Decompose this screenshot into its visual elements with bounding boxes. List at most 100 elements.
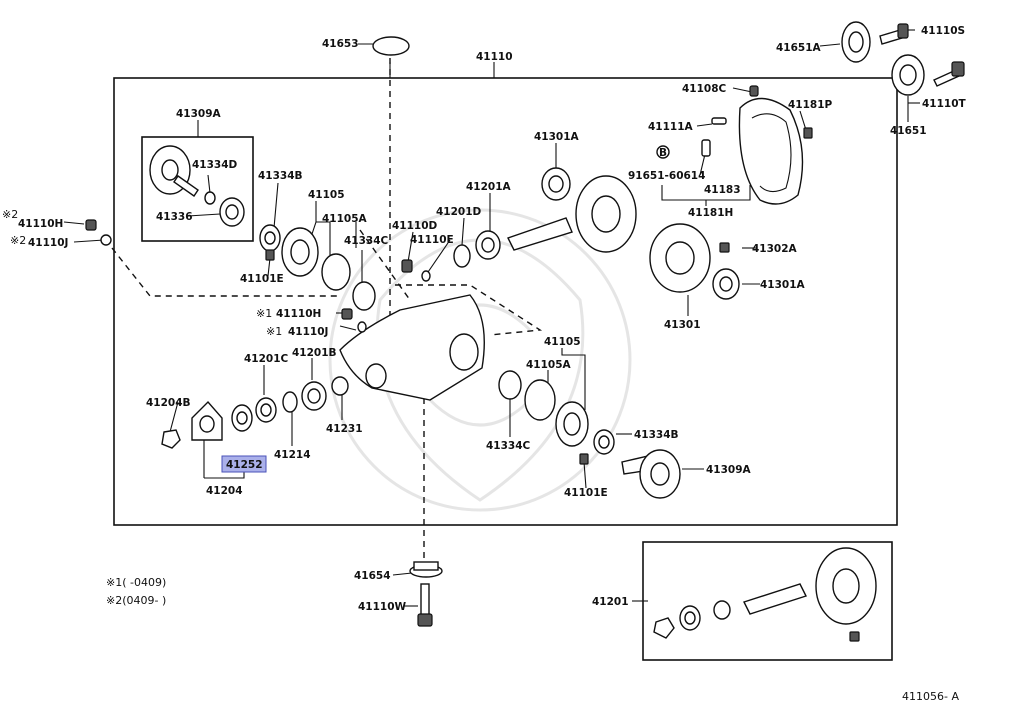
label-41231[interactable]: 41231: [326, 423, 363, 435]
label-41302a[interactable]: 41302A: [752, 243, 798, 255]
label-41110d[interactable]: 41110D: [392, 220, 438, 232]
label-41252[interactable]: 41252: [226, 459, 263, 471]
label-41110j-mid[interactable]: 41110J: [288, 326, 328, 338]
shim-41334c-bot: [498, 370, 522, 400]
main-assembly-frame: [113, 77, 898, 526]
dashed-line: [111, 247, 340, 297]
label-41110e[interactable]: 41110E: [410, 234, 454, 246]
label-41334b-bot[interactable]: 41334B: [634, 429, 679, 441]
bolt-41181p: [803, 127, 813, 139]
washer-41110j-left: [100, 234, 112, 246]
label-41309a-top[interactable]: 41309A: [176, 108, 222, 120]
label-41334c-bot[interactable]: 41334C: [486, 440, 531, 452]
highlight-box-41252: [221, 455, 267, 473]
label-41110w[interactable]: 41110W: [358, 601, 407, 613]
bearing-41301a-top: [541, 167, 571, 201]
drive-pinion: [507, 217, 573, 251]
label-41105a-top[interactable]: 41105A: [322, 213, 368, 225]
flange-41204: [191, 400, 223, 441]
diff-case-41301: [649, 223, 711, 293]
rear-cover-41181h: [738, 97, 804, 205]
inset-bearing-1: [679, 605, 701, 631]
label-41110s[interactable]: 41110S: [921, 25, 965, 37]
label-41654[interactable]: 41654: [354, 570, 391, 582]
snap-ring-41334d: [204, 191, 216, 205]
bolt-41110w: [417, 583, 433, 627]
shim-41334c-top: [352, 281, 376, 311]
label-41301a-right[interactable]: 41301A: [760, 279, 806, 291]
label-41214[interactable]: 41214: [274, 449, 311, 461]
label-41334d[interactable]: 41334D: [192, 159, 238, 171]
label-41108c[interactable]: 41108C: [682, 83, 727, 95]
label-41204b[interactable]: 41204B: [146, 397, 191, 409]
retainer-41105-bot: [555, 401, 589, 447]
label-41201b[interactable]: 41201B: [292, 347, 337, 359]
inset-ring-gear: [815, 547, 877, 625]
pin-41111a: [711, 117, 727, 125]
label-41301[interactable]: 41301: [664, 319, 701, 331]
washer-41110j-mid: [357, 321, 367, 333]
seal-41334b-bot: [593, 429, 615, 455]
bolt-41101e-bot: [579, 453, 589, 465]
bolt-41110h-mid: [341, 308, 353, 320]
note-mark1-range: ※1( -0409): [106, 576, 166, 589]
label-41110[interactable]: 41110: [476, 51, 513, 63]
label-41334b-top[interactable]: 41334B: [258, 170, 303, 182]
mark1-mid-bot: ※1: [266, 325, 282, 338]
spacer-41214: [282, 391, 298, 413]
bearing-41201b: [301, 381, 327, 411]
plug-41108c: [749, 85, 759, 97]
label-41105-top[interactable]: 41105: [308, 189, 345, 201]
flange-41309a-bot: [621, 449, 681, 499]
label-41201[interactable]: 41201: [592, 596, 629, 608]
o-ring-41105a-top: [321, 253, 351, 291]
bolt-41110s: [879, 23, 909, 45]
plug-41183: [701, 139, 711, 157]
bearing-41301a-right: [712, 268, 740, 300]
label-41181p[interactable]: 41181P: [788, 99, 833, 111]
seal-41336: [219, 197, 245, 227]
label-41651[interactable]: 41651: [890, 125, 927, 137]
carrier-housing: [339, 294, 485, 401]
label-41651a[interactable]: 41651A: [776, 42, 822, 54]
label-91651-60614[interactable]: 91651-60614: [628, 170, 705, 182]
label-41101e-top[interactable]: 41101E: [240, 273, 284, 285]
label-41301a-top[interactable]: 41301A: [534, 131, 580, 143]
bolt-41110d: [401, 259, 413, 273]
label-41183[interactable]: 41183: [704, 184, 741, 196]
label-41110t[interactable]: 41110T: [922, 98, 967, 110]
label-41204[interactable]: 41204: [206, 485, 243, 497]
bearing-41201c: [255, 397, 277, 423]
label-41181h[interactable]: 41181H: [688, 207, 733, 219]
retainer-41105-top: [281, 227, 319, 277]
cushion-41654: [409, 561, 443, 578]
bolt-41101e-top: [265, 249, 275, 261]
label-41110j-left[interactable]: 41110J: [28, 237, 68, 249]
dashed-line: [395, 284, 543, 336]
label-41201d[interactable]: 41201D: [436, 206, 482, 218]
label-41201c[interactable]: 41201C: [244, 353, 289, 365]
mark1-mid-top: ※1: [256, 307, 272, 320]
label-41334c-top[interactable]: 41334C: [344, 235, 389, 247]
label-41309a-bot[interactable]: 41309A: [706, 464, 752, 476]
label-41110h-mid[interactable]: 41110H: [276, 308, 321, 320]
label-41105a-bot[interactable]: 41105A: [526, 359, 572, 371]
seal-41334b-top: [259, 224, 281, 252]
label-41653[interactable]: 41653: [322, 38, 359, 50]
label-41111a[interactable]: 41111A: [648, 121, 694, 133]
nut-41204b: [161, 429, 181, 449]
label-41201a[interactable]: 41201A: [466, 181, 512, 193]
bolt-41302a: [719, 242, 730, 253]
label-41101e-bot[interactable]: 41101E: [564, 487, 608, 499]
label-41110h-left[interactable]: 41110H: [18, 218, 63, 230]
label-41105-bot[interactable]: 41105: [544, 336, 581, 348]
bolt-41110t: [933, 61, 965, 87]
label-41336[interactable]: 41336: [156, 211, 193, 223]
label-mark-b: B: [659, 147, 667, 159]
inset-bearing-2: [713, 600, 731, 620]
ref-mark-b-circle: [656, 145, 670, 159]
inset-bolt: [849, 631, 860, 642]
mark2-left-bot: ※2: [10, 234, 26, 247]
flange-41309a-top: [149, 145, 199, 197]
